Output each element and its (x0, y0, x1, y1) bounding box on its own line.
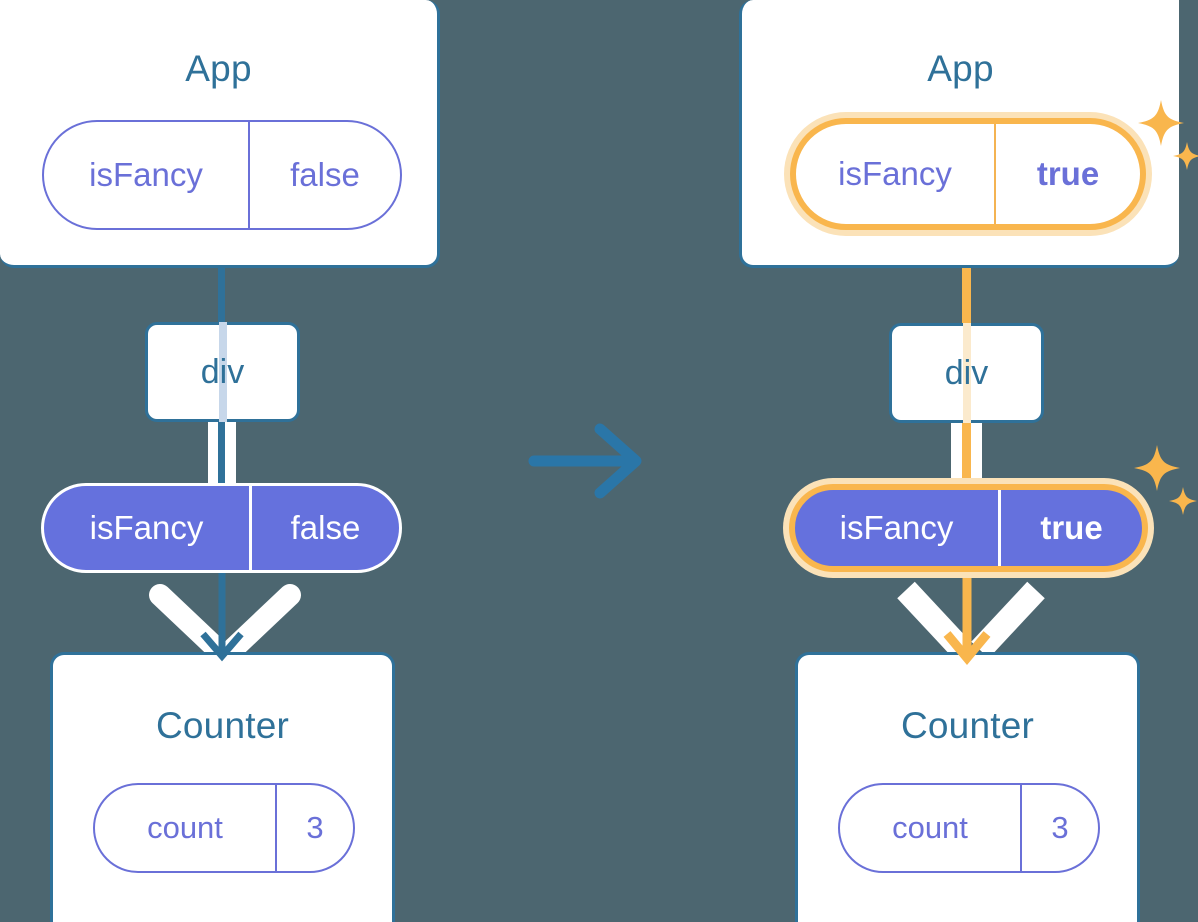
app-card-before: App isFancy false (0, 0, 440, 268)
transition-arrow-icon (528, 423, 642, 499)
app-state-pill-after[interactable]: isFancy true (790, 118, 1146, 230)
connector-div-to-pill-before (218, 415, 225, 497)
connector-div-to-pill-after (962, 415, 971, 490)
pill-value: true (998, 490, 1142, 566)
app-card-title: App (927, 48, 994, 89)
sparkles-icon (1138, 100, 1198, 170)
counter-card-title: Counter (155, 705, 290, 746)
pill-name: count (147, 810, 223, 845)
pill-name: count (892, 810, 968, 845)
pill-name: isFancy (89, 509, 204, 546)
div-node-after: div (889, 323, 1044, 423)
div-node-label: div (200, 352, 245, 391)
state-flow-arrow-after (943, 560, 991, 666)
after-panel: App isFancy true div isFancy true (599, 0, 1198, 922)
counter-card-title: Counter (900, 705, 1035, 746)
pill-name: isFancy (839, 509, 954, 546)
connector-app-to-div-after (962, 230, 971, 323)
counter-card-after: Counter count 3 (795, 652, 1140, 922)
pill-value: true (994, 124, 1140, 224)
pill-name: isFancy (838, 155, 952, 192)
connector-app-to-div-before (218, 268, 225, 322)
counter-state-pill-after[interactable]: count 3 (838, 783, 1100, 873)
counter-card-before: Counter count 3 (50, 652, 395, 922)
div-node-label: div (944, 353, 989, 392)
sparkles-icon (1134, 445, 1197, 515)
div-thread-line (962, 323, 971, 423)
div-thread-line (218, 322, 227, 422)
pill-value: 3 (1020, 785, 1098, 871)
div-node-before: div (145, 322, 300, 422)
pill-value: false (249, 486, 399, 570)
counter-state-pill-before[interactable]: count 3 (93, 783, 355, 873)
prop-pill-after[interactable]: isFancy true (789, 484, 1148, 572)
app-card-after: App isFancy true (739, 0, 1198, 268)
pill-name: isFancy (89, 156, 203, 193)
before-panel: App isFancy false div isFancy false (0, 0, 599, 922)
app-state-pill-before[interactable]: isFancy false (42, 120, 402, 230)
pill-value: false (248, 122, 400, 228)
prop-pill-before[interactable]: isFancy false (41, 483, 402, 573)
state-flow-arrow-before (200, 560, 244, 662)
app-card-title: App (185, 48, 252, 89)
pill-value: 3 (275, 785, 353, 871)
